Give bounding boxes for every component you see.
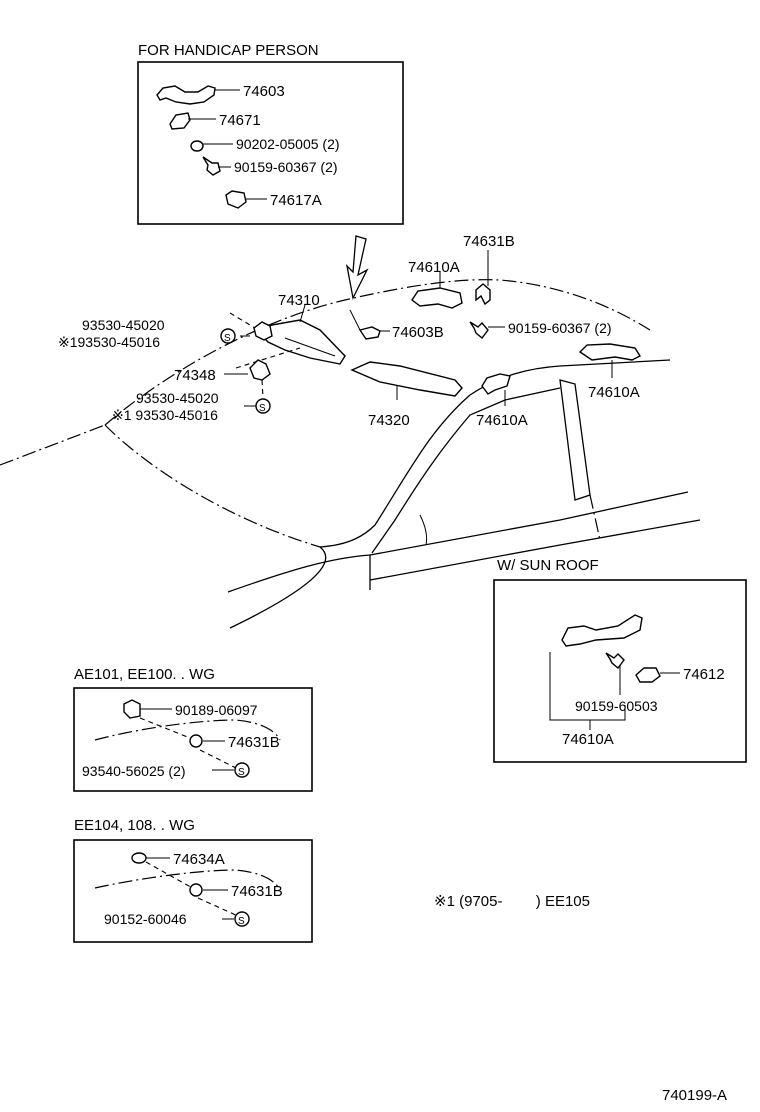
label-74603: 74603 (243, 83, 285, 100)
label-screw-main: 90159-60367 (2) (508, 320, 612, 336)
wg2-title: EE104, 108. . WG (74, 817, 195, 834)
handicap-title: FOR HANDICAP PERSON (138, 42, 319, 59)
label-74610a-right: 74610A (588, 384, 640, 401)
wg2-plug (131, 852, 147, 864)
symbol-s-wg1: S (238, 767, 245, 778)
sunroof-grip (561, 614, 643, 647)
symbol-s-b: S (259, 403, 266, 414)
windshield-lower (104, 424, 321, 548)
label-74610a-sunroof: 74610A (562, 731, 614, 748)
plug-74603b (358, 326, 381, 340)
wg1-box (73, 687, 313, 792)
roof-front-edge (0, 424, 106, 466)
label-74610a-mid: 74610A (476, 412, 528, 429)
symbol-s-a: S (224, 333, 231, 344)
clip-74631b-main (475, 283, 491, 306)
a-pillar-inner (371, 387, 561, 554)
wg2-screw-symbol (234, 911, 250, 927)
wg1-clip (189, 734, 203, 748)
label-193530-b: ※1 93530-45016 (112, 407, 218, 423)
label-74634a: 74634A (173, 851, 225, 868)
label-74631b-main: 74631B (463, 233, 515, 250)
screw-symbol-a (220, 328, 236, 344)
label-93540-56025: 93540-56025 (2) (82, 763, 186, 779)
assist-grip-part (156, 85, 216, 105)
label-74320: 74320 (368, 412, 410, 429)
handicap-box (137, 61, 404, 225)
wg1-nut (123, 699, 141, 719)
label-90159-60503: 90159-60503 (575, 698, 658, 714)
sunroof-title: W/ SUN ROOF (497, 557, 599, 574)
b-pillar-dash (589, 494, 601, 541)
label-74603b: 74603B (392, 324, 444, 341)
visor-holder-74348 (249, 359, 271, 381)
pointer-arrow (345, 235, 369, 301)
body-line-lower (369, 519, 701, 581)
screw-main (469, 321, 489, 340)
label-74631b-wg2: 74631B (231, 883, 283, 900)
label-90202: 90202-05005 (2) (236, 136, 340, 152)
label-193530-a: ※193530-45016 (58, 334, 160, 350)
door-front-edge (229, 546, 327, 629)
wg2-body-line (94, 869, 281, 891)
body-line-upper (227, 491, 689, 593)
screw-part (202, 156, 221, 176)
wg2-box (73, 839, 313, 943)
footnote: ※1 (9705- ) EE105 (434, 893, 590, 910)
roof-outline (104, 279, 651, 426)
label-90152-60046: 90152-60046 (104, 911, 187, 927)
b-pillar (559, 379, 591, 501)
label-74310: 74310 (278, 292, 320, 309)
label-74671: 74671 (219, 112, 261, 129)
clip-part (225, 190, 247, 209)
wg2-clip (189, 883, 203, 897)
visor-holder-top (253, 321, 273, 341)
grip-74610a-mid (481, 373, 511, 395)
a-pillar (319, 359, 671, 548)
label-90189-06097: 90189-06097 (175, 702, 258, 718)
label-93530-a: 93530-45020 (82, 317, 165, 333)
wg1-title: AE101, EE100. . WG (74, 666, 215, 683)
symbol-s-wg2: S (238, 916, 245, 927)
washer-part (190, 140, 204, 152)
grip-74610a-top (411, 287, 463, 309)
sunroof-box (493, 579, 747, 763)
label-74610a-top: 74610A (408, 259, 460, 276)
grip-cover-part (169, 112, 191, 130)
label-93530-b: 93530-45020 (136, 390, 219, 406)
grip-74610a-right (578, 343, 642, 361)
sun-visor-left (253, 319, 346, 365)
wg1-body-line (94, 719, 281, 741)
label-74348: 74348 (174, 367, 216, 384)
label-74612: 74612 (683, 666, 725, 683)
label-74617a: 74617A (270, 192, 322, 209)
label-90159-handicap: 90159-60367 (2) (234, 159, 338, 175)
diagram-code: 740199-A (662, 1087, 727, 1104)
label-74631b-wg1: 74631B (228, 734, 280, 751)
sunroof-cover (635, 667, 661, 683)
wg1-screw-symbol (234, 762, 250, 778)
sunroof-screw (605, 652, 625, 670)
sun-visor-right (350, 361, 463, 397)
